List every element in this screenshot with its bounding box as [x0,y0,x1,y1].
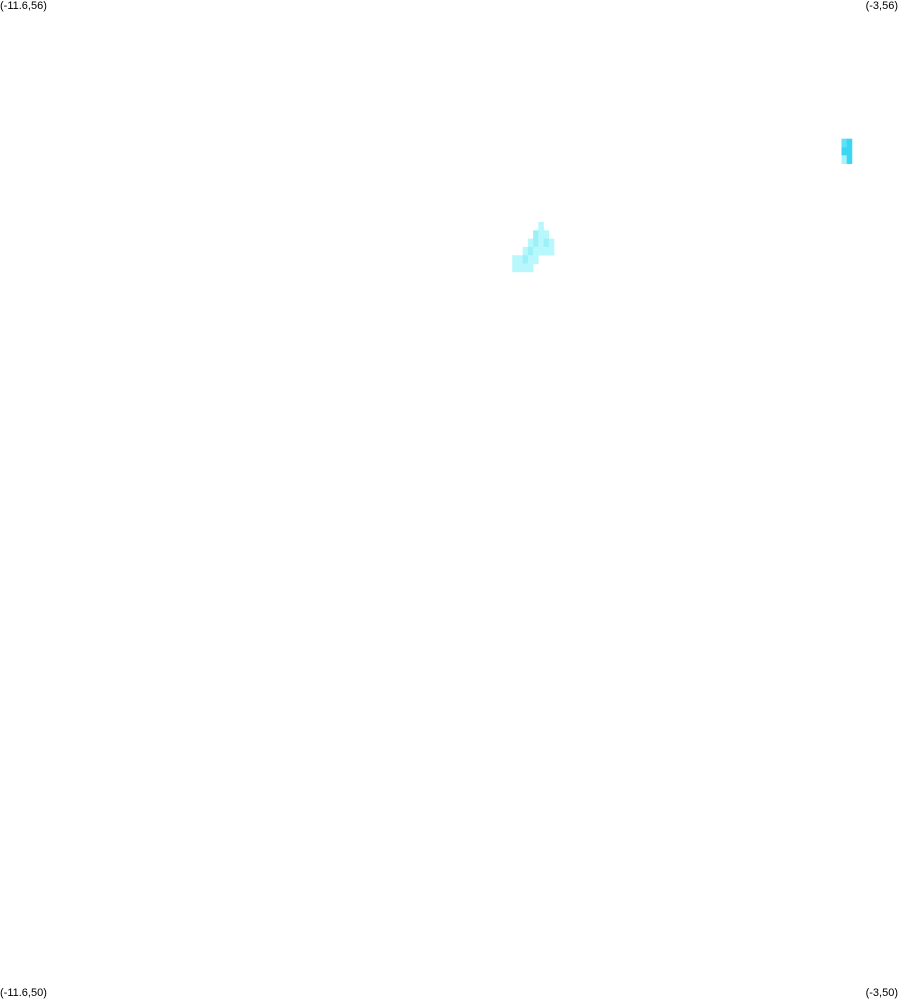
data-cell [841,138,848,148]
data-cell [841,155,848,164]
data-cell [527,238,534,248]
data-cell [533,230,539,239]
data-cell [543,230,550,239]
data-cell [512,255,518,264]
data-cell [522,246,529,256]
data-cell [538,230,544,239]
corner-label-bottom-right: (-3,50) [865,987,898,999]
data-cell [522,263,529,273]
data-cell [533,255,539,264]
data-cell [538,246,544,256]
data-cell [846,155,853,164]
data-cell [512,263,518,273]
data-cell [533,246,539,256]
data-cell [533,238,539,248]
data-cell [538,238,544,248]
data-cell [517,263,523,273]
corner-label-top-left: (-11.6,56) [0,0,47,12]
data-cell [527,255,534,264]
data-cell [846,138,853,148]
data-cell [527,246,534,256]
data-cell [543,238,550,248]
corner-label-top-right: (-3,56) [865,0,898,12]
data-cell [548,246,555,256]
corner-label-bottom-left: (-11.6,50) [0,987,47,999]
data-cell [543,246,550,256]
data-cell [841,147,848,156]
data-cell [538,221,544,231]
data-cell [527,263,534,273]
data-cell [522,255,529,264]
data-cell [548,238,555,248]
data-cell [846,147,853,156]
data-cell [517,255,523,264]
data-cells [512,138,853,273]
